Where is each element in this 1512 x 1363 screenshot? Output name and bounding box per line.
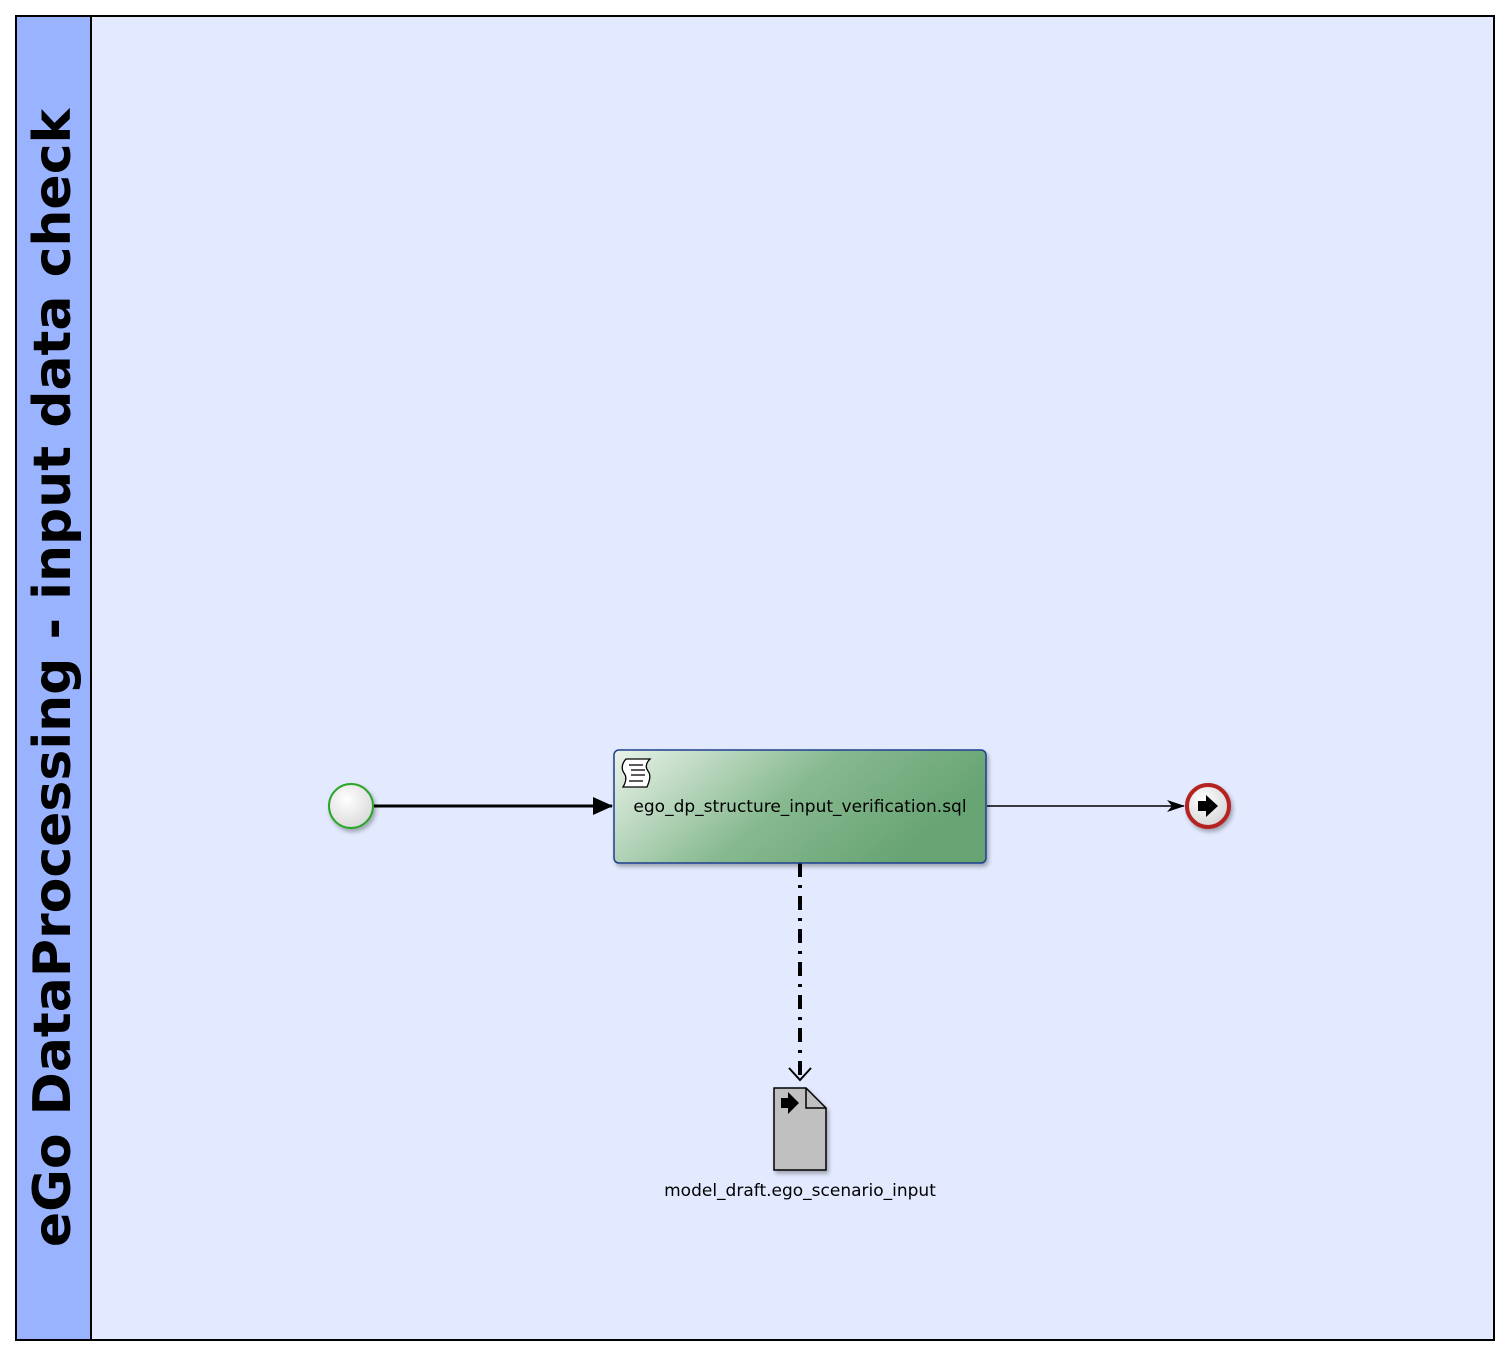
data-object[interactable]: model_draft.ego_scenario_input	[664, 1087, 936, 1201]
start-event[interactable]	[328, 783, 374, 829]
script-icon	[621, 758, 652, 788]
association-arrowhead-icon	[788, 1067, 812, 1082]
script-task[interactable]: ego_dp_structure_input_verification.sql	[613, 749, 987, 864]
data-association[interactable]	[788, 863, 812, 1082]
end-event-icon	[1198, 795, 1218, 817]
pool-title: eGo DataProcessing - input data check	[23, 107, 83, 1247]
end-event[interactable]	[1185, 783, 1231, 829]
pool-header[interactable]	[15, 15, 92, 1341]
data-object-label: model_draft.ego_scenario_input	[664, 1181, 936, 1201]
task-box[interactable]	[613, 749, 987, 864]
pool[interactable]: eGo DataProcessing - input data check	[15, 15, 1495, 1341]
task-label: ego_dp_structure_input_verification.sql	[633, 797, 966, 817]
data-output-icon	[781, 1092, 799, 1114]
